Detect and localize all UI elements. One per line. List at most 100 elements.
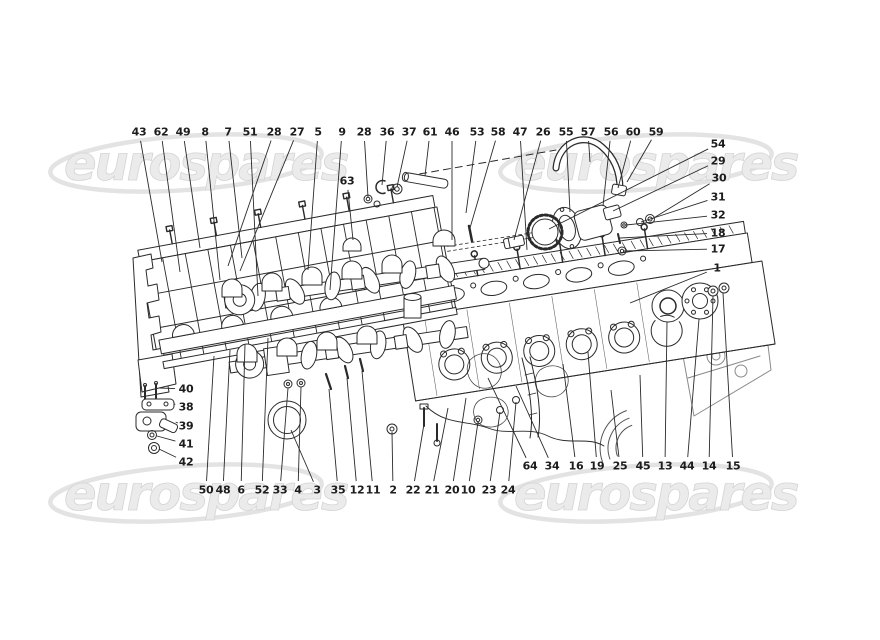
leader-line-58 [469,140,496,229]
small-parts [267,149,557,447]
part-label-16: 16 [569,460,584,473]
watermark-text: eurospares [514,136,798,192]
part-label-42: 42 [179,456,194,469]
part-label-21: 21 [425,484,440,497]
leader-line-54 [548,148,709,230]
part-label-41: 41 [179,438,194,451]
leader-line-43 [140,140,163,263]
part-label-49: 49 [176,126,191,139]
watermark-swoosh [498,132,774,194]
leader-line-23 [489,411,501,482]
part-label-57: 57 [581,126,596,139]
part-label-20: 20 [445,484,460,497]
leader-line-28 [364,140,369,198]
part-label-28: 28 [357,126,372,139]
part-label-34: 34 [545,460,560,473]
watermark: eurospares [498,462,800,524]
part-label-17: 17 [711,243,726,256]
leader-line-47 [520,140,528,251]
part-label-40: 40 [179,383,194,396]
leader-line-39 [175,421,179,424]
leader-line-14 [708,295,714,458]
leader-line-18 [619,233,708,239]
watermark-swoosh [48,132,324,194]
part-label-51: 51 [243,126,258,139]
leader-line-63 [347,189,354,241]
leader-line-8 [205,140,221,281]
camshaft-upper [223,255,490,316]
leader-line-56 [602,140,611,207]
leader-line-19 [587,351,597,458]
part-label-46: 46 [445,126,460,139]
housing-studs [165,183,395,245]
part-label-28: 28 [267,126,282,139]
leader-line-24 [508,401,517,482]
part-label-54: 54 [711,138,726,151]
part-label-60: 60 [626,126,641,139]
part-label-64: 64 [523,460,538,473]
leader-line-4 [297,386,302,482]
leader-line-30 [651,183,710,220]
bell-housing-arcs [599,410,633,463]
leader-line-1 [629,271,707,304]
leader-line-48 [222,349,231,482]
part-label-25: 25 [613,460,628,473]
part-label-56: 56 [604,126,619,139]
pump-assembly [526,136,655,256]
part-label-23: 23 [482,484,497,497]
leader-line-34 [515,385,549,458]
leader-line-6 [240,343,246,482]
part-label-13: 13 [658,460,673,473]
part-label-52: 52 [255,484,270,497]
bearing-caps [221,229,456,363]
part-label-47: 47 [513,126,528,139]
leader-line-61 [424,140,430,177]
leader-line-9 [329,140,342,291]
part-label-19: 19 [590,460,605,473]
leader-line-60 [617,140,632,189]
leader-line-13 [664,321,668,458]
part-label-1: 1 [713,262,720,275]
part-label-31: 31 [711,191,726,204]
part-label-39: 39 [179,420,194,433]
part-label-18: 18 [711,227,726,240]
thermostat-parts [135,381,179,454]
leader-line-45 [639,374,644,458]
watermark: eurospares [498,132,800,194]
part-label-30: 30 [712,172,727,185]
leader-line-37 [396,140,408,188]
leader-line-10 [468,421,479,482]
part-label-33: 33 [273,484,288,497]
part-label-24: 24 [501,484,516,497]
part-label-3: 3 [313,484,320,497]
leader-line-52 [261,337,269,482]
part-label-29: 29 [711,155,726,168]
part-label-22: 22 [406,484,421,497]
part-label-14: 14 [702,460,717,473]
part-label-59: 59 [649,126,664,139]
leader-line-64 [487,377,527,459]
part-label-35: 35 [331,484,346,497]
leader-line-20 [452,397,467,482]
leader-line-31 [640,199,708,223]
leader-line-11 [361,370,373,482]
part-label-15: 15 [726,460,741,473]
leader-line-53 [465,140,477,214]
leader-line-16 [562,363,576,458]
watermark-swoosh [498,462,774,524]
part-label-63: 63 [340,175,355,188]
chain-tensioner [521,356,541,439]
part-label-43: 43 [132,126,147,139]
leader-line-5 [307,140,318,271]
watermark: eurospares [48,132,350,194]
leader-line-22 [414,423,425,482]
leader-line-2 [391,431,394,482]
part-label-12: 12 [350,484,365,497]
part-label-48: 48 [216,484,231,497]
part-label-6: 6 [237,484,245,497]
part-label-2: 2 [389,484,396,497]
